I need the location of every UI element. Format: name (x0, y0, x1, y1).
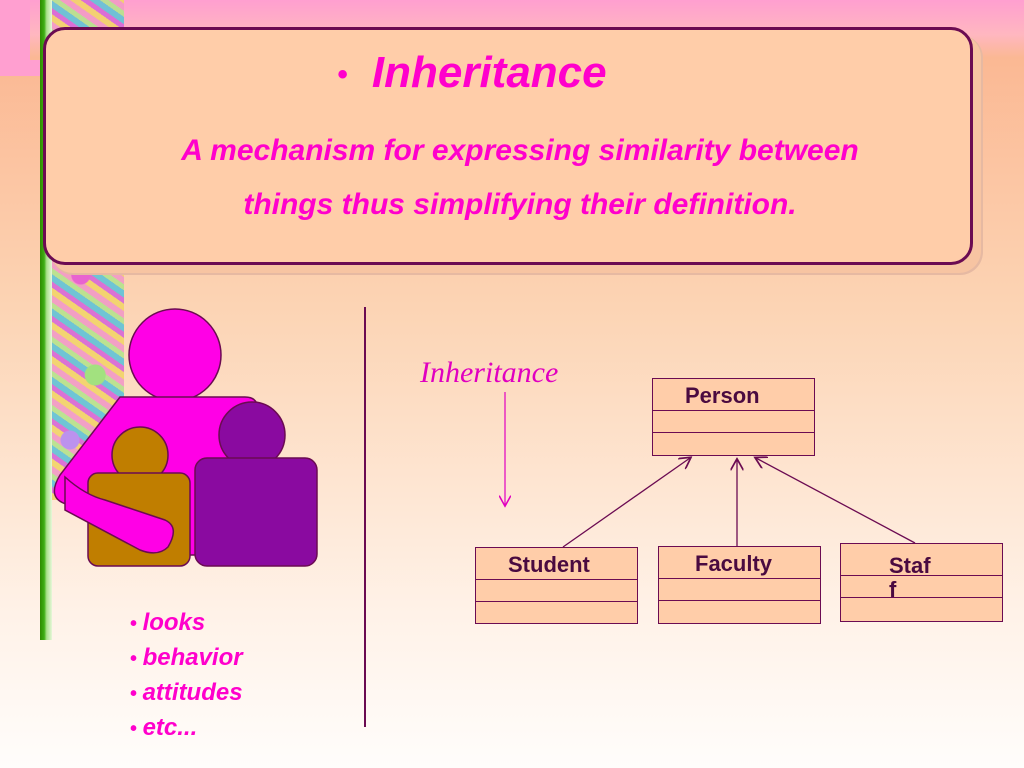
trait-item: attitudes (130, 676, 243, 711)
class-attributes (476, 580, 637, 602)
class-name: Student (476, 548, 637, 580)
people-group-icon (53, 308, 318, 567)
trait-item: looks (130, 606, 243, 641)
class-box-faculty: Faculty (658, 546, 821, 624)
slide-title: • Inheritance (0, 48, 984, 98)
class-box-staff: Staf f (840, 543, 1003, 622)
inheritance-arrow-icon (756, 458, 916, 544)
slide-subtitle: A mechanism for expressing similarity be… (181, 134, 859, 221)
trait-item: behavior (130, 641, 243, 676)
trait-list: looks behavior attitudes etc... (130, 606, 243, 746)
class-box-person: Person (652, 378, 815, 456)
class-attributes (653, 411, 814, 433)
class-name: Person (653, 379, 814, 411)
class-attributes (841, 576, 1002, 598)
class-methods (841, 598, 1002, 620)
slide-title-text: Inheritance (371, 48, 607, 97)
class-attributes (659, 579, 820, 601)
class-methods (653, 433, 814, 457)
decor-pink-column (0, 0, 30, 60)
title-box (43, 27, 973, 265)
inheritance-label: Inheritance (420, 356, 559, 389)
title-bullet: • (337, 58, 348, 92)
class-box-student: Student (475, 547, 638, 624)
trait-item: etc... (130, 711, 243, 746)
class-methods (476, 602, 637, 624)
inheritance-arrow-icon (562, 458, 690, 548)
class-methods (659, 601, 820, 623)
class-name: Staf f (841, 544, 1002, 602)
vertical-divider (364, 307, 366, 727)
class-name: Faculty (659, 547, 820, 579)
decor-pink-bar (0, 60, 44, 76)
